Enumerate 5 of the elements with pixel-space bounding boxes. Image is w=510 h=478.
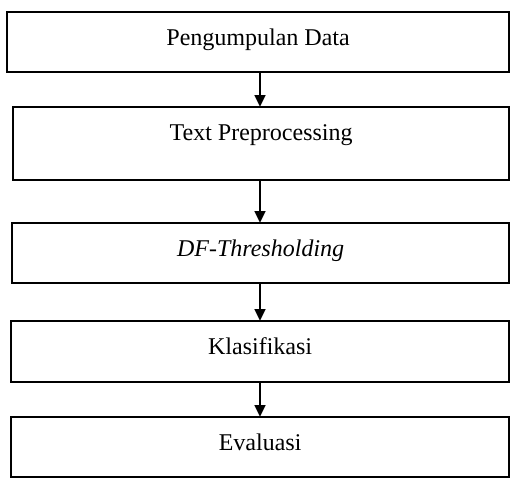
process-box: DF-Thresholding bbox=[11, 222, 510, 284]
process-box: Text Preprocessing bbox=[12, 106, 510, 181]
process-box: Klasifikasi bbox=[10, 320, 510, 383]
process-box: Pengumpulan Data bbox=[6, 11, 510, 73]
process-box: Evaluasi bbox=[10, 416, 510, 478]
